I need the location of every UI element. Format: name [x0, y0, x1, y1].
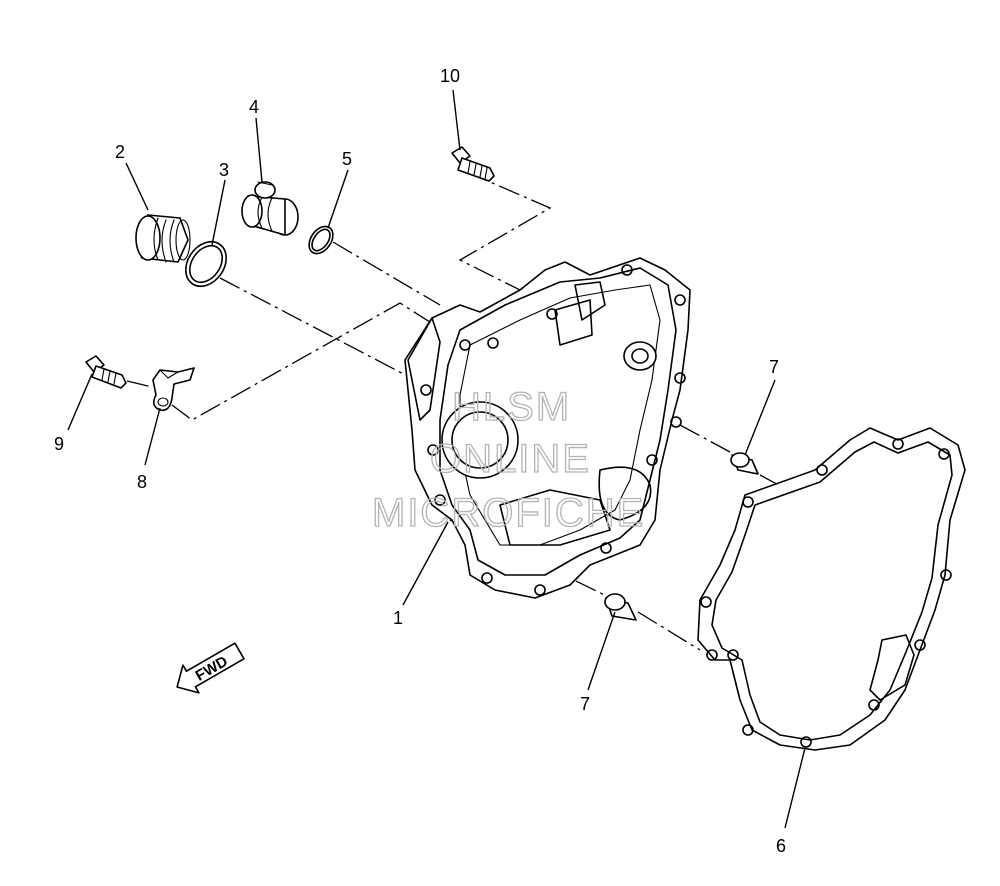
callout-5: 5 — [342, 149, 352, 169]
callout-labels: 10 2 3 4 5 9 8 1 7 7 6 — [54, 66, 786, 856]
callout-8: 8 — [137, 472, 147, 492]
callout-7-lower: 7 — [580, 694, 590, 714]
dowel-pin-7-lower — [604, 593, 637, 621]
watermark: HLSM ONLINE MICROFICHE — [371, 384, 645, 535]
callout-4: 4 — [249, 97, 259, 117]
callout-7-upper: 7 — [769, 357, 779, 377]
dowel-pin-7-upper — [730, 452, 759, 475]
alignment-line-bolt-9 — [126, 380, 153, 388]
watermark-line-1: HLSM — [452, 385, 571, 429]
callout-9: 9 — [54, 434, 64, 454]
alignment-line-bolt-10 — [458, 171, 552, 296]
alignment-line-oring-5 — [332, 241, 441, 306]
bracket-8 — [152, 367, 195, 412]
plug-2 — [135, 214, 191, 263]
callout-6: 6 — [776, 836, 786, 856]
alignment-line-dowel-7-lower — [637, 611, 701, 651]
alignment-line-bracket-8 — [171, 302, 456, 421]
callout-3: 3 — [219, 160, 229, 180]
fwd-arrow-icon: FWD — [176, 642, 245, 694]
alignment-line-plug-2 — [219, 277, 416, 381]
callout-2: 2 — [115, 142, 125, 162]
leader-lines — [67, 89, 806, 829]
plug-4 — [241, 181, 299, 236]
gasket-6 — [697, 427, 966, 751]
watermark-line-2: ONLINE — [430, 437, 591, 481]
watermark-line-3: MICROFICHE — [372, 491, 645, 535]
o-ring-3 — [185, 240, 227, 288]
crankcase-cover-1 — [404, 257, 691, 599]
callout-1: 1 — [393, 608, 403, 628]
alignment-line-dowel-7-upper — [679, 424, 731, 453]
bolt-9 — [85, 355, 127, 389]
o-ring-5 — [308, 225, 334, 255]
callout-10: 10 — [440, 66, 460, 86]
bolt-10 — [451, 146, 495, 182]
